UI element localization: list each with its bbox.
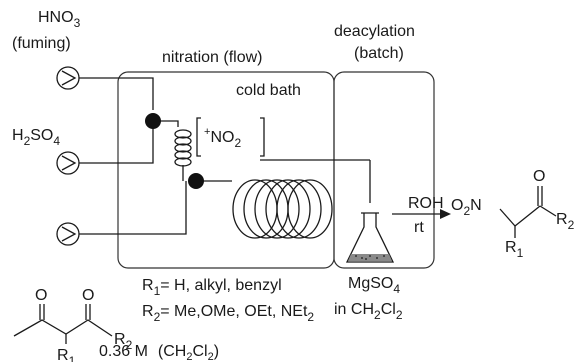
cold-bath-label: cold bath	[236, 82, 301, 99]
batch-label: (batch)	[354, 45, 404, 62]
svg-text:R2: R2	[556, 211, 575, 232]
fuming-label: (fuming)	[12, 35, 71, 52]
reactor-coil-icon	[232, 179, 333, 239]
flow-reactor-box	[117, 71, 335, 269]
batch-reactor-box	[333, 71, 435, 269]
h2so4-label: H2SO4	[12, 127, 60, 148]
svg-text:O: O	[35, 287, 47, 304]
flask-icon	[345, 212, 395, 263]
pump-h2so4-icon	[56, 151, 80, 175]
svg-text:R2: R2	[114, 331, 133, 352]
condition-roh: ROH	[408, 195, 444, 212]
pump-substrate-icon	[56, 222, 80, 246]
condition-rt: rt	[414, 219, 424, 236]
svg-text:+NO2: +NO2	[204, 126, 241, 150]
svg-text:O2N: O2N	[451, 197, 482, 218]
product-structure: O2N O R2 R1	[451, 168, 575, 260]
svg-text:O: O	[533, 168, 545, 185]
nitronium-label: +NO2	[196, 117, 265, 157]
tubing-lines	[79, 77, 371, 235]
solvent-label: in CH2Cl2	[334, 301, 403, 322]
mixer-t-junction-2	[188, 173, 204, 189]
small-coil-icon	[174, 129, 192, 167]
nitration-flow-label: nitration (flow)	[162, 49, 262, 66]
r1-definition: R1= H, alkyl, benzyl	[142, 277, 282, 298]
deacylation-label: deacylation	[334, 23, 415, 40]
svg-text:O: O	[82, 287, 94, 304]
r2-definition: R2= Me,OMe, OEt, NEt2	[142, 303, 314, 324]
substrate-structure: O O R1 R2 0.36 M(CH2Cl2)	[13, 287, 219, 362]
reaction-arrowhead	[440, 209, 451, 219]
svg-text:R1: R1	[505, 239, 524, 260]
concentration-label: 0.36 M(CH2Cl2)	[99, 343, 219, 362]
pump-hno3-icon	[56, 66, 80, 90]
hno3-label: HNO3	[38, 9, 81, 30]
mgso4-label: MgSO4	[348, 275, 400, 296]
mixer-t-junction-1	[145, 113, 161, 129]
svg-text:R1: R1	[57, 347, 76, 362]
